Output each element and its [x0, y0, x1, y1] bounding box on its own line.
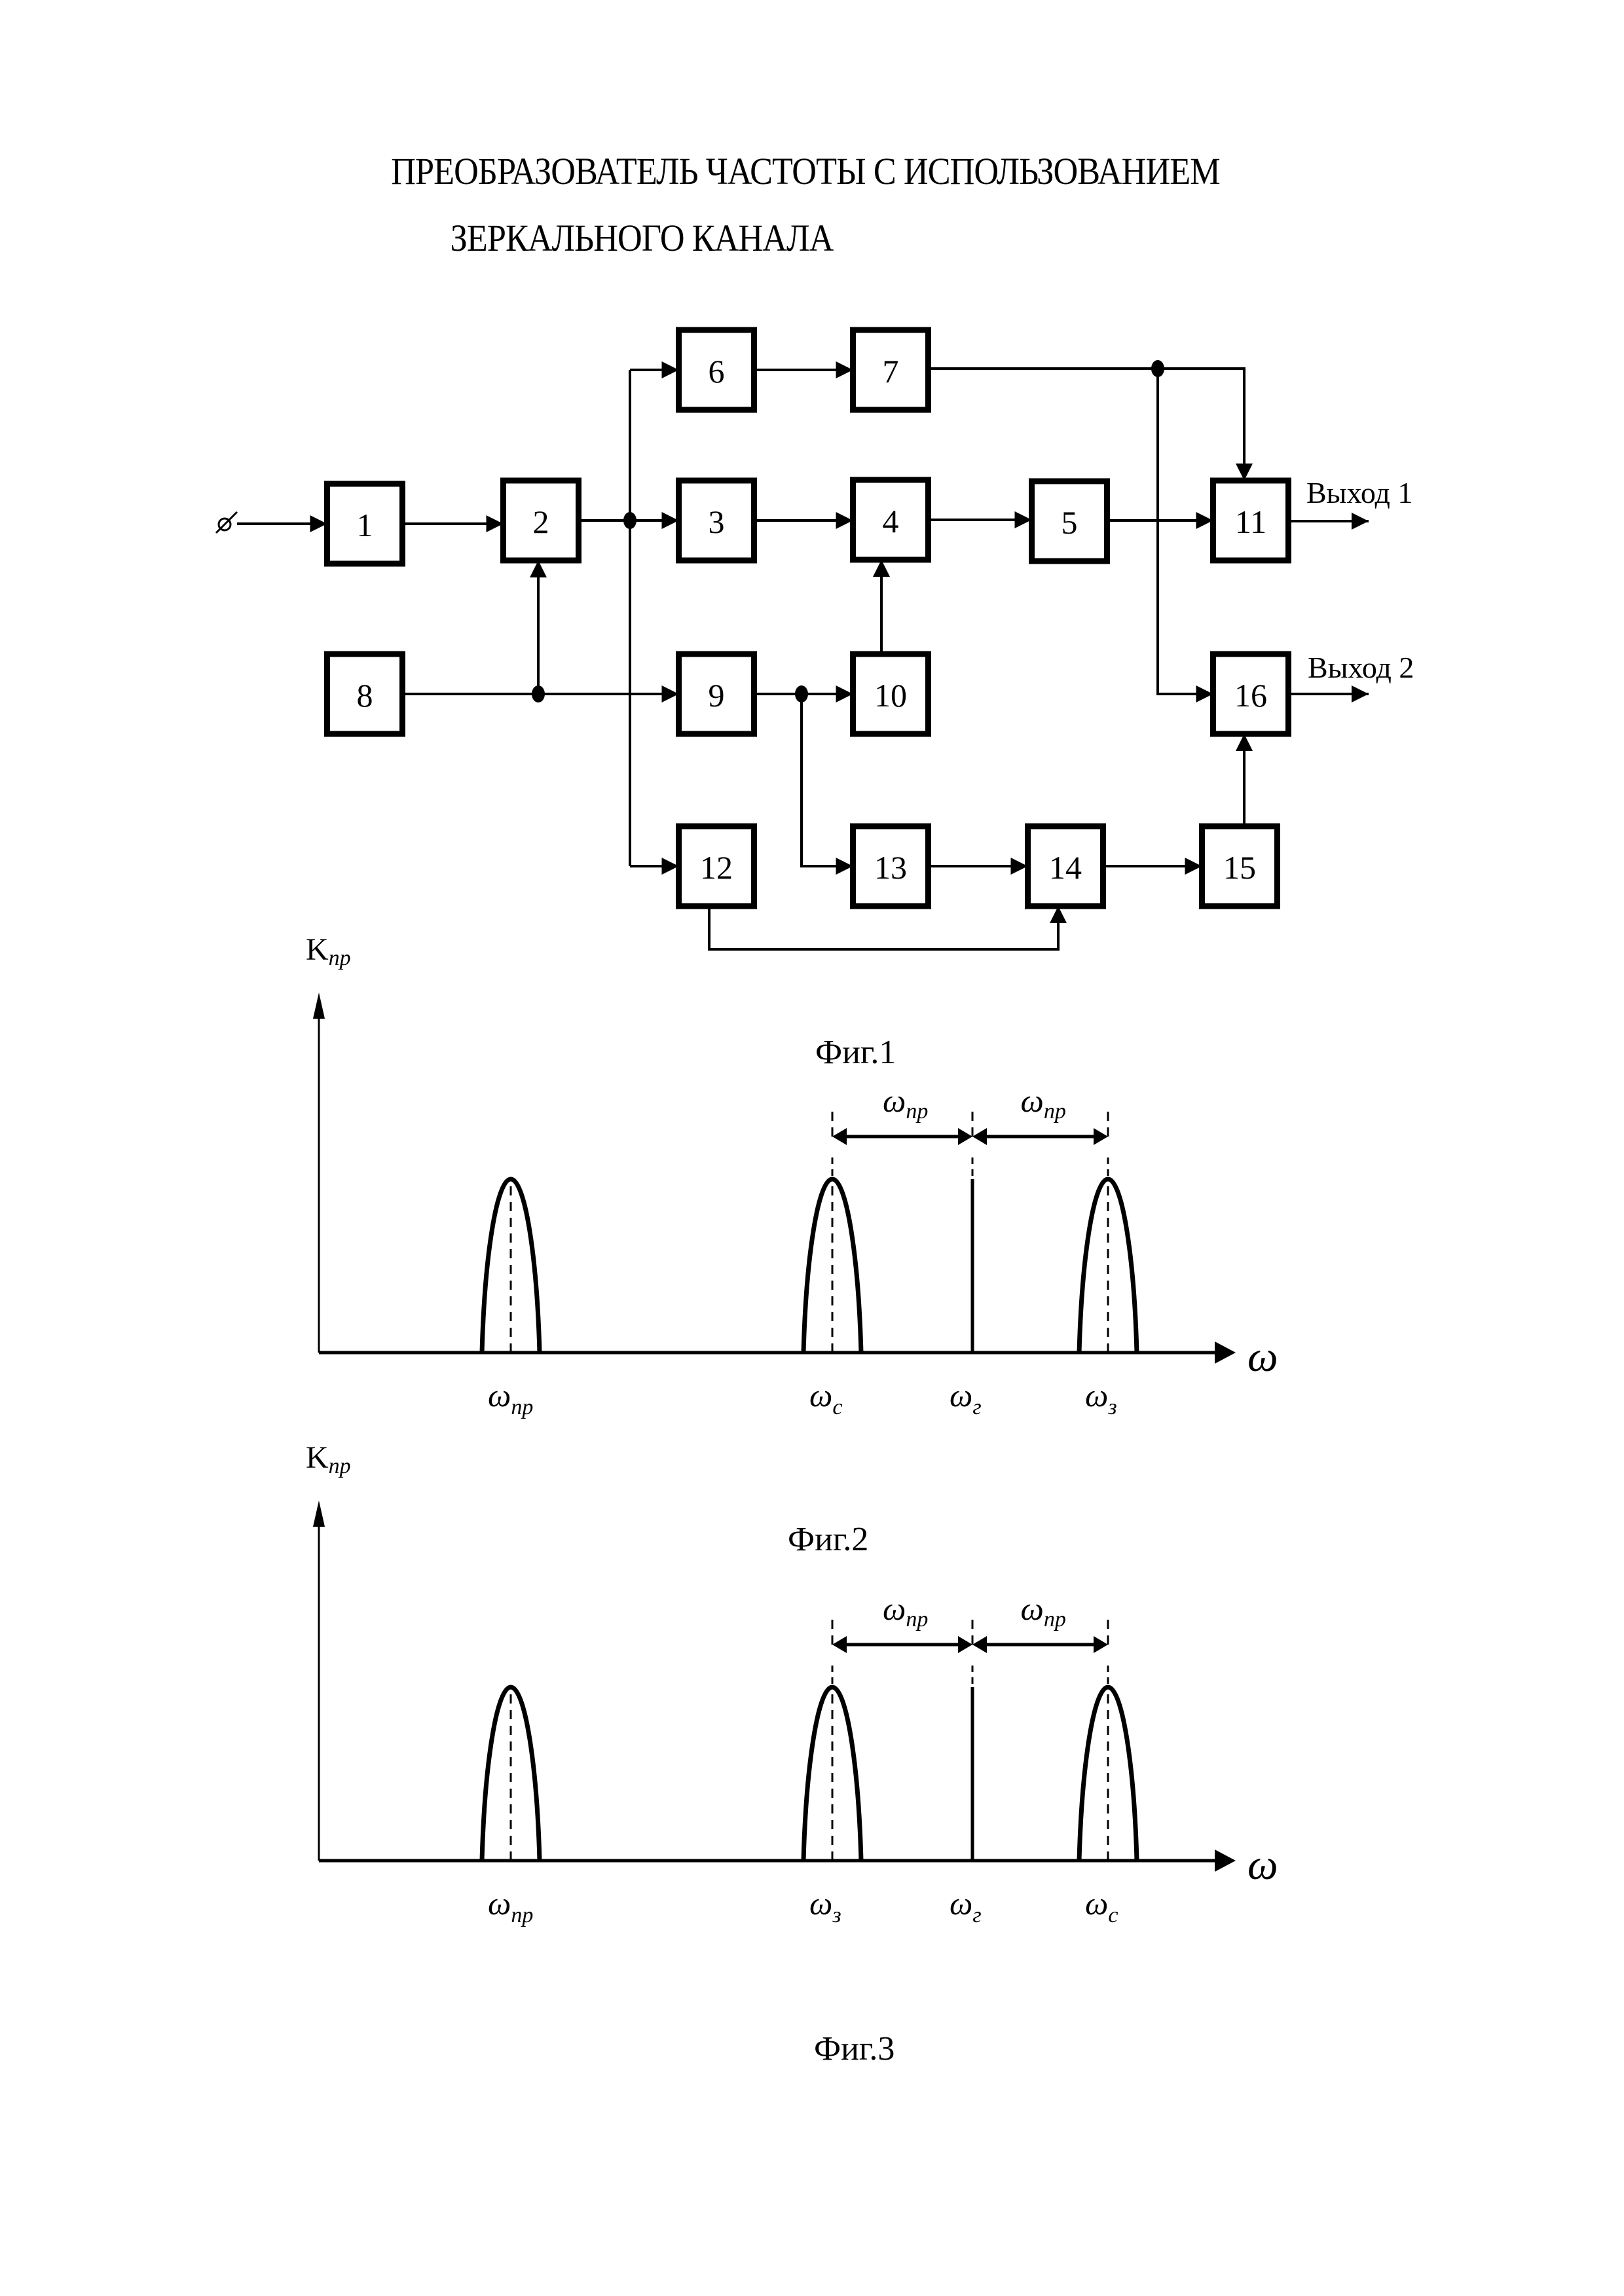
x-axis-arrow — [1215, 1341, 1236, 1364]
block-label: 16 — [1234, 677, 1267, 714]
wire-12-14 — [708, 906, 1067, 951]
tick-label-4: ωс — [1085, 1885, 1118, 1927]
wire-7-11 — [928, 367, 1253, 481]
peak-1 — [479, 1685, 542, 1861]
wire-9-13 — [800, 694, 853, 875]
fig1-caption: Фиг.1 — [815, 1034, 896, 1071]
block-label: 2 — [533, 503, 549, 540]
block-label: 14 — [1049, 849, 1082, 886]
fig2-caption: Фиг.2 — [788, 1521, 869, 1558]
block-8: 8 — [324, 651, 405, 737]
block-label: 11 — [1235, 503, 1266, 540]
block-5: 5 — [1029, 478, 1110, 564]
junction-dot — [1151, 360, 1164, 377]
block-label: 8 — [357, 677, 373, 714]
block-2: 2 — [500, 477, 581, 564]
block-label: 7 — [883, 353, 899, 390]
span-arrowhead — [1094, 1128, 1108, 1145]
span-label-2: ωпр — [1021, 1590, 1066, 1631]
document-title-line-2: ЗЕРКАЛЬНОГО КАНАЛА — [450, 217, 834, 259]
block-label: 9 — [709, 677, 725, 714]
junction-dot — [623, 512, 637, 529]
block-7: 7 — [850, 327, 931, 413]
block-10: 10 — [850, 651, 931, 737]
x-axis-label: ω — [1247, 1333, 1278, 1381]
peak-1 — [479, 1176, 542, 1353]
block-14: 14 — [1025, 823, 1106, 909]
block-label: 10 — [874, 677, 907, 714]
fig3-plot: ωпр ωпр Kпр ω ωпр ωз ωг ωс — [306, 1440, 1278, 1927]
span-arrowhead — [972, 1636, 987, 1653]
peak-3 — [1077, 1685, 1139, 1861]
span-arrowhead — [958, 1636, 972, 1653]
input-terminal — [215, 511, 238, 534]
x-axis-label: ω — [1247, 1841, 1278, 1889]
span-arrowhead — [832, 1128, 847, 1145]
peak-2 — [801, 1685, 864, 1861]
y-axis-arrow — [313, 1501, 325, 1527]
block-label: 4 — [883, 503, 899, 539]
block-1: 1 — [324, 481, 405, 567]
fig3-caption: Фиг.3 — [814, 2030, 895, 2068]
tick-label-4: ωз — [1085, 1377, 1117, 1419]
block-12: 12 — [676, 823, 757, 909]
tick-label-1: ωпр — [488, 1377, 533, 1419]
block-16: 16 — [1210, 651, 1291, 737]
junction-dot — [795, 685, 808, 702]
block-3: 3 — [676, 477, 757, 564]
span-arrowhead — [832, 1636, 847, 1653]
block-label: 12 — [700, 849, 733, 886]
block-label: 3 — [709, 503, 725, 540]
span-arrowhead — [958, 1128, 972, 1145]
peak-3 — [1077, 1176, 1139, 1353]
block-label: 13 — [874, 849, 907, 886]
block-6: 6 — [676, 327, 757, 413]
output-1-label: Выход 1 — [1306, 476, 1412, 509]
block-15: 15 — [1199, 823, 1280, 909]
block-label: 15 — [1223, 849, 1256, 886]
output-2-label: Выход 2 — [1308, 651, 1414, 684]
y-axis-label: Kпр — [306, 1440, 351, 1478]
tick-label-1: ωпр — [488, 1885, 533, 1927]
wire-7-16 — [1156, 369, 1213, 702]
document-title-line-1: ПРЕОБРАЗОВАТЕЛЬ ЧАСТОТЫ С ИСПОЛЬЗОВАНИЕМ — [391, 150, 1220, 192]
peak-2 — [801, 1176, 864, 1353]
block-13: 13 — [850, 823, 931, 909]
junction-dot — [532, 685, 545, 702]
tick-label-3: ωг — [950, 1885, 982, 1927]
span-arrowhead — [972, 1128, 987, 1145]
tick-label-2: ωс — [809, 1377, 842, 1419]
block-label: 1 — [357, 507, 373, 543]
tick-label-2: ωз — [809, 1885, 841, 1927]
block-4: 4 — [850, 477, 931, 563]
block-label: 5 — [1061, 504, 1078, 541]
block-9: 9 — [676, 651, 757, 737]
block-label: 6 — [709, 353, 725, 390]
block-11: 11 — [1210, 477, 1291, 564]
span-label-1: ωпр — [883, 1590, 928, 1631]
tick-label-3: ωг — [950, 1377, 982, 1419]
x-axis-arrow — [1215, 1850, 1236, 1872]
span-arrowhead — [1094, 1636, 1108, 1653]
